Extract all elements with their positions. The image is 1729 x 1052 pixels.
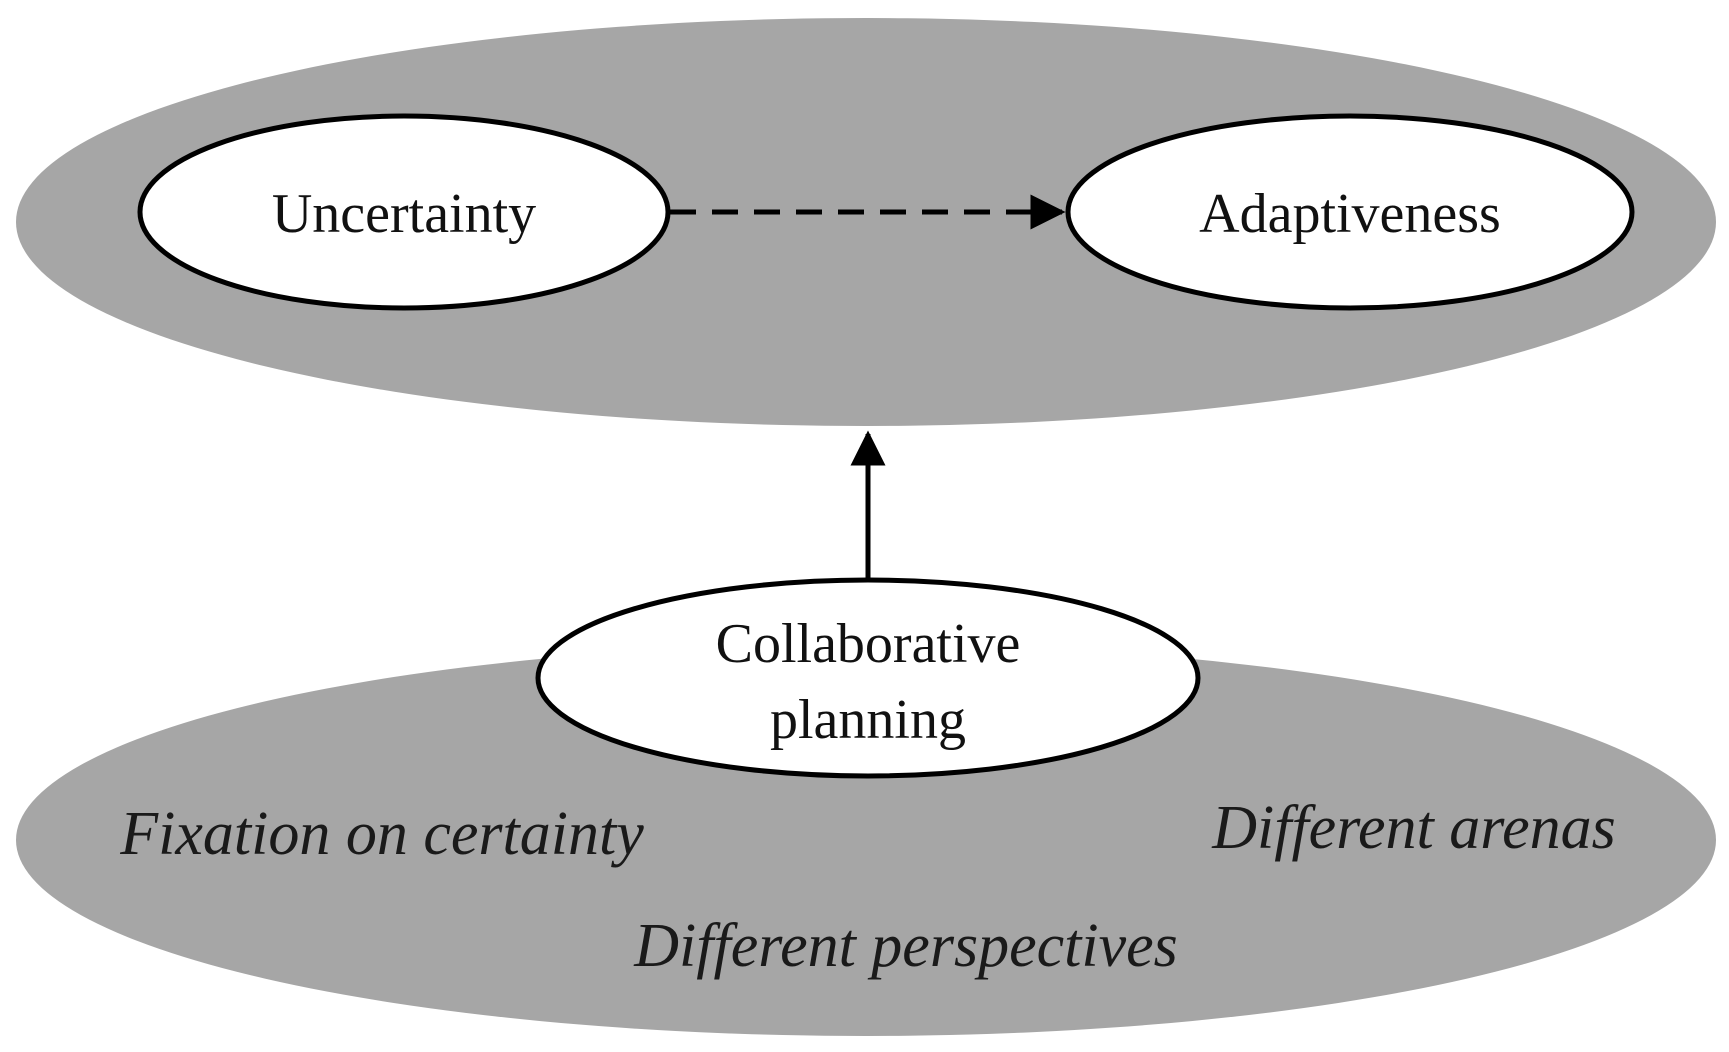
node-collaborative-planning-line1: Collaborative: [716, 613, 1021, 675]
node-collaborative-planning-line2: planning: [770, 689, 966, 751]
node-adaptiveness: Adaptiveness: [1065, 113, 1635, 311]
bottom-region-ellipse: [16, 644, 1716, 1036]
label-fixation-on-certainty: Fixation on certainty: [119, 800, 644, 868]
node-uncertainty-label: Uncertainty: [272, 183, 536, 245]
label-different-perspectives: Different perspectives: [633, 912, 1177, 980]
node-adaptiveness-label: Adaptiveness: [1199, 183, 1501, 245]
label-different-arenas: Different arenas: [1211, 794, 1616, 862]
node-uncertainty: Uncertainty: [137, 113, 671, 311]
node-collaborative-planning: Collaborative planning: [535, 577, 1201, 779]
